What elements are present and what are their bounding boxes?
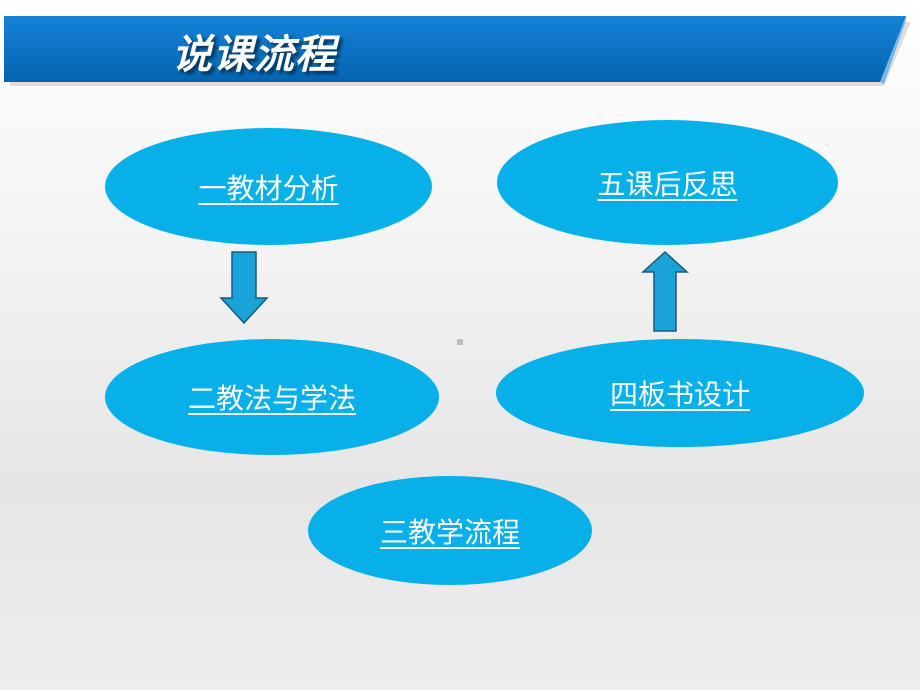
node-teaching-learning-methods[interactable]: 二教法与学法: [105, 339, 439, 455]
node-textbook-analysis[interactable]: 一教材分析: [105, 128, 432, 245]
up-arrow-icon: [641, 250, 689, 332]
node-teaching-process[interactable]: 三教学流程: [308, 476, 592, 585]
center-placeholder-dot: [457, 339, 463, 345]
node-label: 一教材分析: [198, 171, 339, 205]
down-arrow-icon: [219, 251, 269, 325]
node-label: 三教学流程: [379, 515, 520, 549]
node-label: 五课后反思: [597, 167, 738, 201]
node-label: 二教法与学法: [187, 382, 356, 415]
node-blackboard-design[interactable]: 四板书设计: [496, 339, 864, 447]
slide-title: 说课流程: [172, 32, 336, 78]
node-label: 四板书设计: [609, 378, 750, 411]
title-bar: [4, 16, 910, 86]
node-after-class-reflection[interactable]: 五课后反思: [497, 120, 838, 245]
